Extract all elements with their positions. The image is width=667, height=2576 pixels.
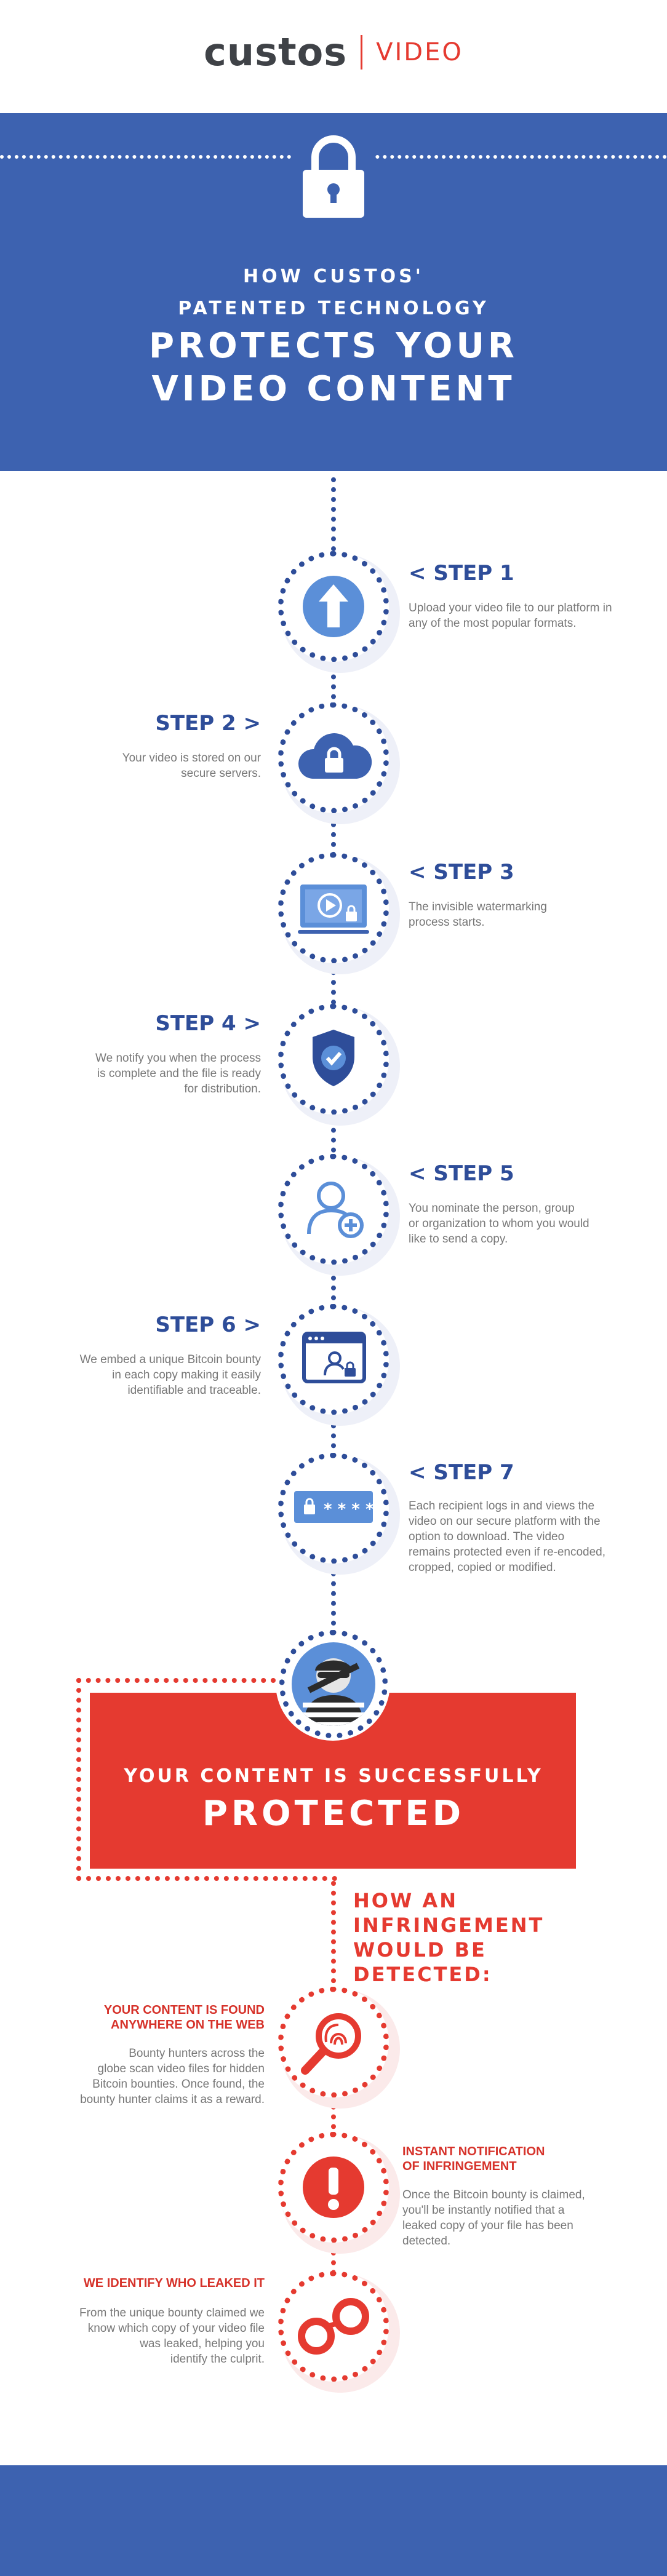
protected-outline-bottom [76, 1876, 337, 1881]
found-ring [278, 1987, 389, 2097]
logo-subtitle: VIDEO [376, 38, 463, 66]
add-user-icon [302, 1175, 369, 1242]
step-1-text: Upload your video file to our platform i… [409, 602, 612, 630]
hero-line-4: VIDEO CONTENT [151, 369, 516, 409]
hero-line-3: PROTECTS YOUR [148, 326, 519, 366]
browser-user-lock-icon [302, 1331, 367, 1384]
step-5-title: < STEP 5 [409, 1161, 514, 1186]
magnifier-fingerprint-icon [297, 2006, 370, 2080]
upload-arrow-icon [300, 573, 367, 640]
footer-bar [0, 2465, 667, 2576]
identify-title: WE IDENTIFY WHO LEAKED IT [83, 2276, 265, 2290]
step-7-title: < STEP 7 [409, 1460, 514, 1485]
logo: custos VIDEO [0, 30, 667, 85]
protected-outline-top [76, 1678, 286, 1683]
notify-ring [278, 2132, 389, 2243]
logo-divider [361, 34, 363, 70]
notify-text: Once the Bitcoin bounty is claimed,you'l… [402, 2188, 585, 2248]
step-6-title: STEP 6 > [155, 1313, 261, 1337]
hero-line-2: PATENTED TECHNOLOGY [178, 298, 489, 319]
identify-ring [278, 2271, 389, 2382]
svg-text:* * * *: * * * * [324, 1500, 374, 1519]
handcuffs-icon [295, 2294, 372, 2358]
step-2-title: STEP 2 > [155, 711, 261, 736]
hero-line-1: HOW CUSTOS' [243, 266, 424, 287]
thief-icon [290, 1641, 377, 1727]
password-field-icon: * * * * [293, 1487, 374, 1527]
step-6-ring [278, 1304, 389, 1415]
padlock-icon [294, 128, 373, 220]
protected-line-2: PROTECTED [202, 1794, 465, 1834]
video-watermark-icon [298, 881, 369, 937]
step-1-ring [278, 551, 389, 662]
protected-outline-left [76, 1678, 81, 1881]
exclamation-icon [300, 2154, 367, 2220]
step-1-title: < STEP 1 [409, 561, 514, 586]
step-4-title: STEP 4 > [155, 1011, 261, 1036]
logo-word: custos [204, 30, 348, 74]
shield-check-icon [309, 1027, 358, 1089]
protected-line-1: YOUR CONTENT IS SUCCESSFULLY [124, 1765, 543, 1787]
step-3-title: < STEP 3 [409, 860, 514, 885]
step-3-ring [278, 853, 389, 963]
cloud-lock-icon [294, 727, 374, 789]
